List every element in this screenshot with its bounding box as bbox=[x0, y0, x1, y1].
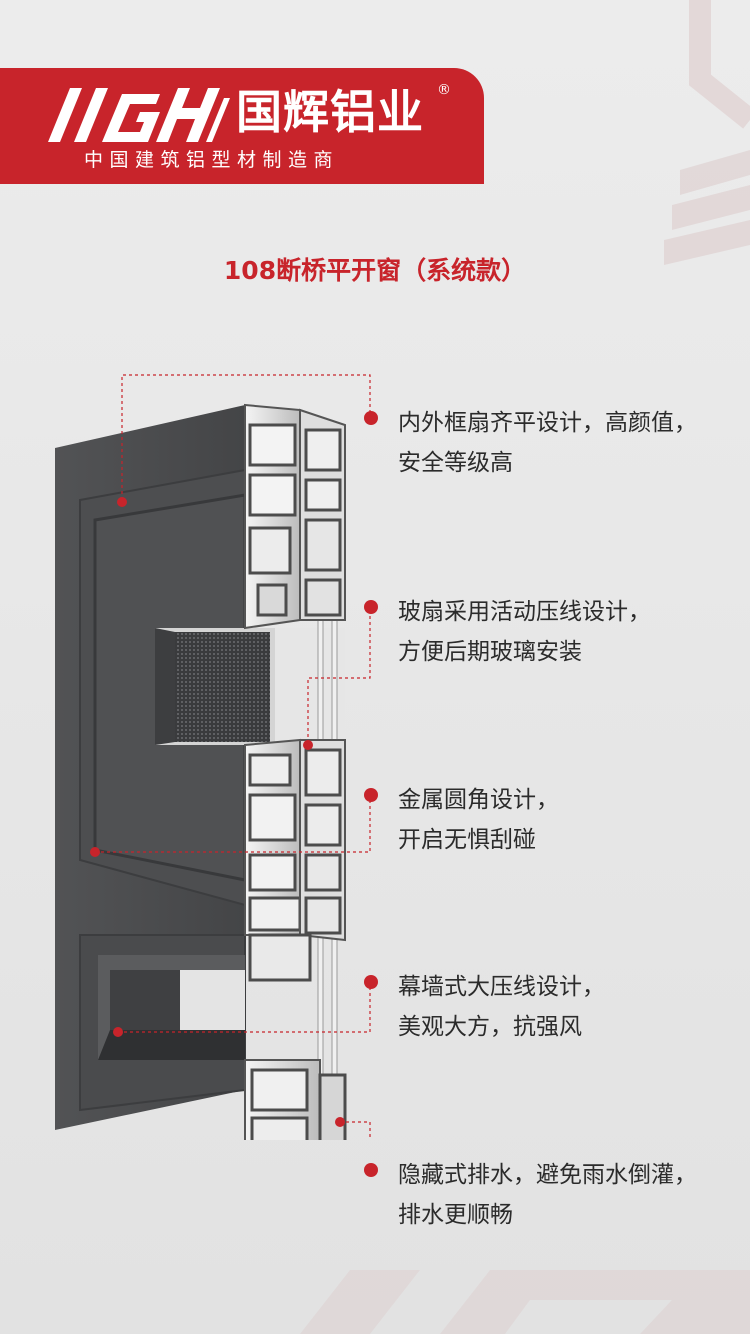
glass-pane bbox=[275, 628, 345, 745]
middle-profile-section bbox=[244, 738, 346, 982]
bullet-dot-icon bbox=[364, 600, 378, 614]
feature-line: 隐藏式排水，避免雨水倒灌， bbox=[398, 1162, 697, 1188]
product-title: 108断桥平开窗（系统款） bbox=[223, 256, 527, 285]
leader-lines bbox=[95, 374, 371, 1140]
feature-line: 内外框扇齐平设计，高颜值， bbox=[398, 410, 697, 436]
brand-header: 国辉铝业 ® 中国建筑铝型材制造商 bbox=[0, 68, 484, 184]
registered-mark: ® bbox=[437, 82, 451, 98]
gh-logo-icon bbox=[48, 88, 230, 142]
feature-line: 美观大方，抗强风 bbox=[398, 1014, 582, 1040]
bullet-dot-icon bbox=[364, 788, 378, 802]
bullet-dot-icon bbox=[364, 975, 378, 989]
feature-line: 安全等级高 bbox=[398, 450, 513, 476]
upper-profile-section bbox=[244, 403, 346, 630]
feature-line: 幕墙式大压线设计， bbox=[398, 974, 605, 1000]
feature-line: 金属圆角设计， bbox=[398, 787, 559, 813]
bullet-dot-icon bbox=[364, 1163, 378, 1177]
bullet-dot-icon bbox=[364, 411, 378, 425]
bottom-profile-section bbox=[244, 1059, 347, 1140]
feature-line: 开启无惧刮碰 bbox=[398, 827, 536, 853]
brand-tagline: 中国建筑铝型材制造商 bbox=[84, 149, 340, 171]
brand-name: 国辉铝业 bbox=[236, 85, 424, 139]
window-profile-illustration bbox=[55, 374, 371, 1140]
feature-line: 玻扇采用活动压线设计， bbox=[398, 599, 651, 625]
feature-line: 排水更顺畅 bbox=[398, 1202, 513, 1228]
feature-line: 方便后期玻璃安装 bbox=[398, 639, 582, 665]
